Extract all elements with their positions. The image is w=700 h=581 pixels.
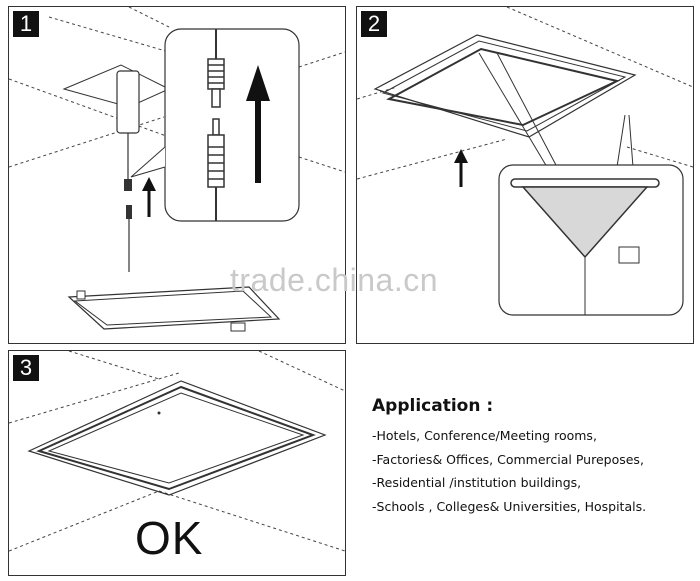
watermark: trade.china.cn [230, 262, 439, 298]
step-1-panel: 1 [8, 6, 346, 344]
application-item: -Factories& Offices, Commercial Purepose… [372, 451, 644, 467]
step-2-illustration [357, 7, 693, 316]
step-3-illustration [9, 351, 345, 552]
application-item: -Hotels, Conference/Meeting rooms, [372, 428, 597, 443]
step-3-panel: 3 OK [8, 350, 346, 576]
application-item: -Schools , Colleges& Universities, Hospi… [372, 498, 647, 514]
ok-label: OK [135, 512, 204, 564]
step-number-badge: 2 [361, 11, 387, 37]
step-1-illustration [9, 7, 345, 332]
step-2-panel: 2 [356, 6, 694, 344]
application-item: -Residential /institution buildings, [372, 475, 582, 490]
step-number-badge: 1 [13, 11, 39, 37]
step-number-badge: 3 [13, 355, 39, 381]
application-section: Application : -Hotels, Conference/Meetin… [372, 396, 692, 522]
application-title: Application : [372, 396, 494, 416]
